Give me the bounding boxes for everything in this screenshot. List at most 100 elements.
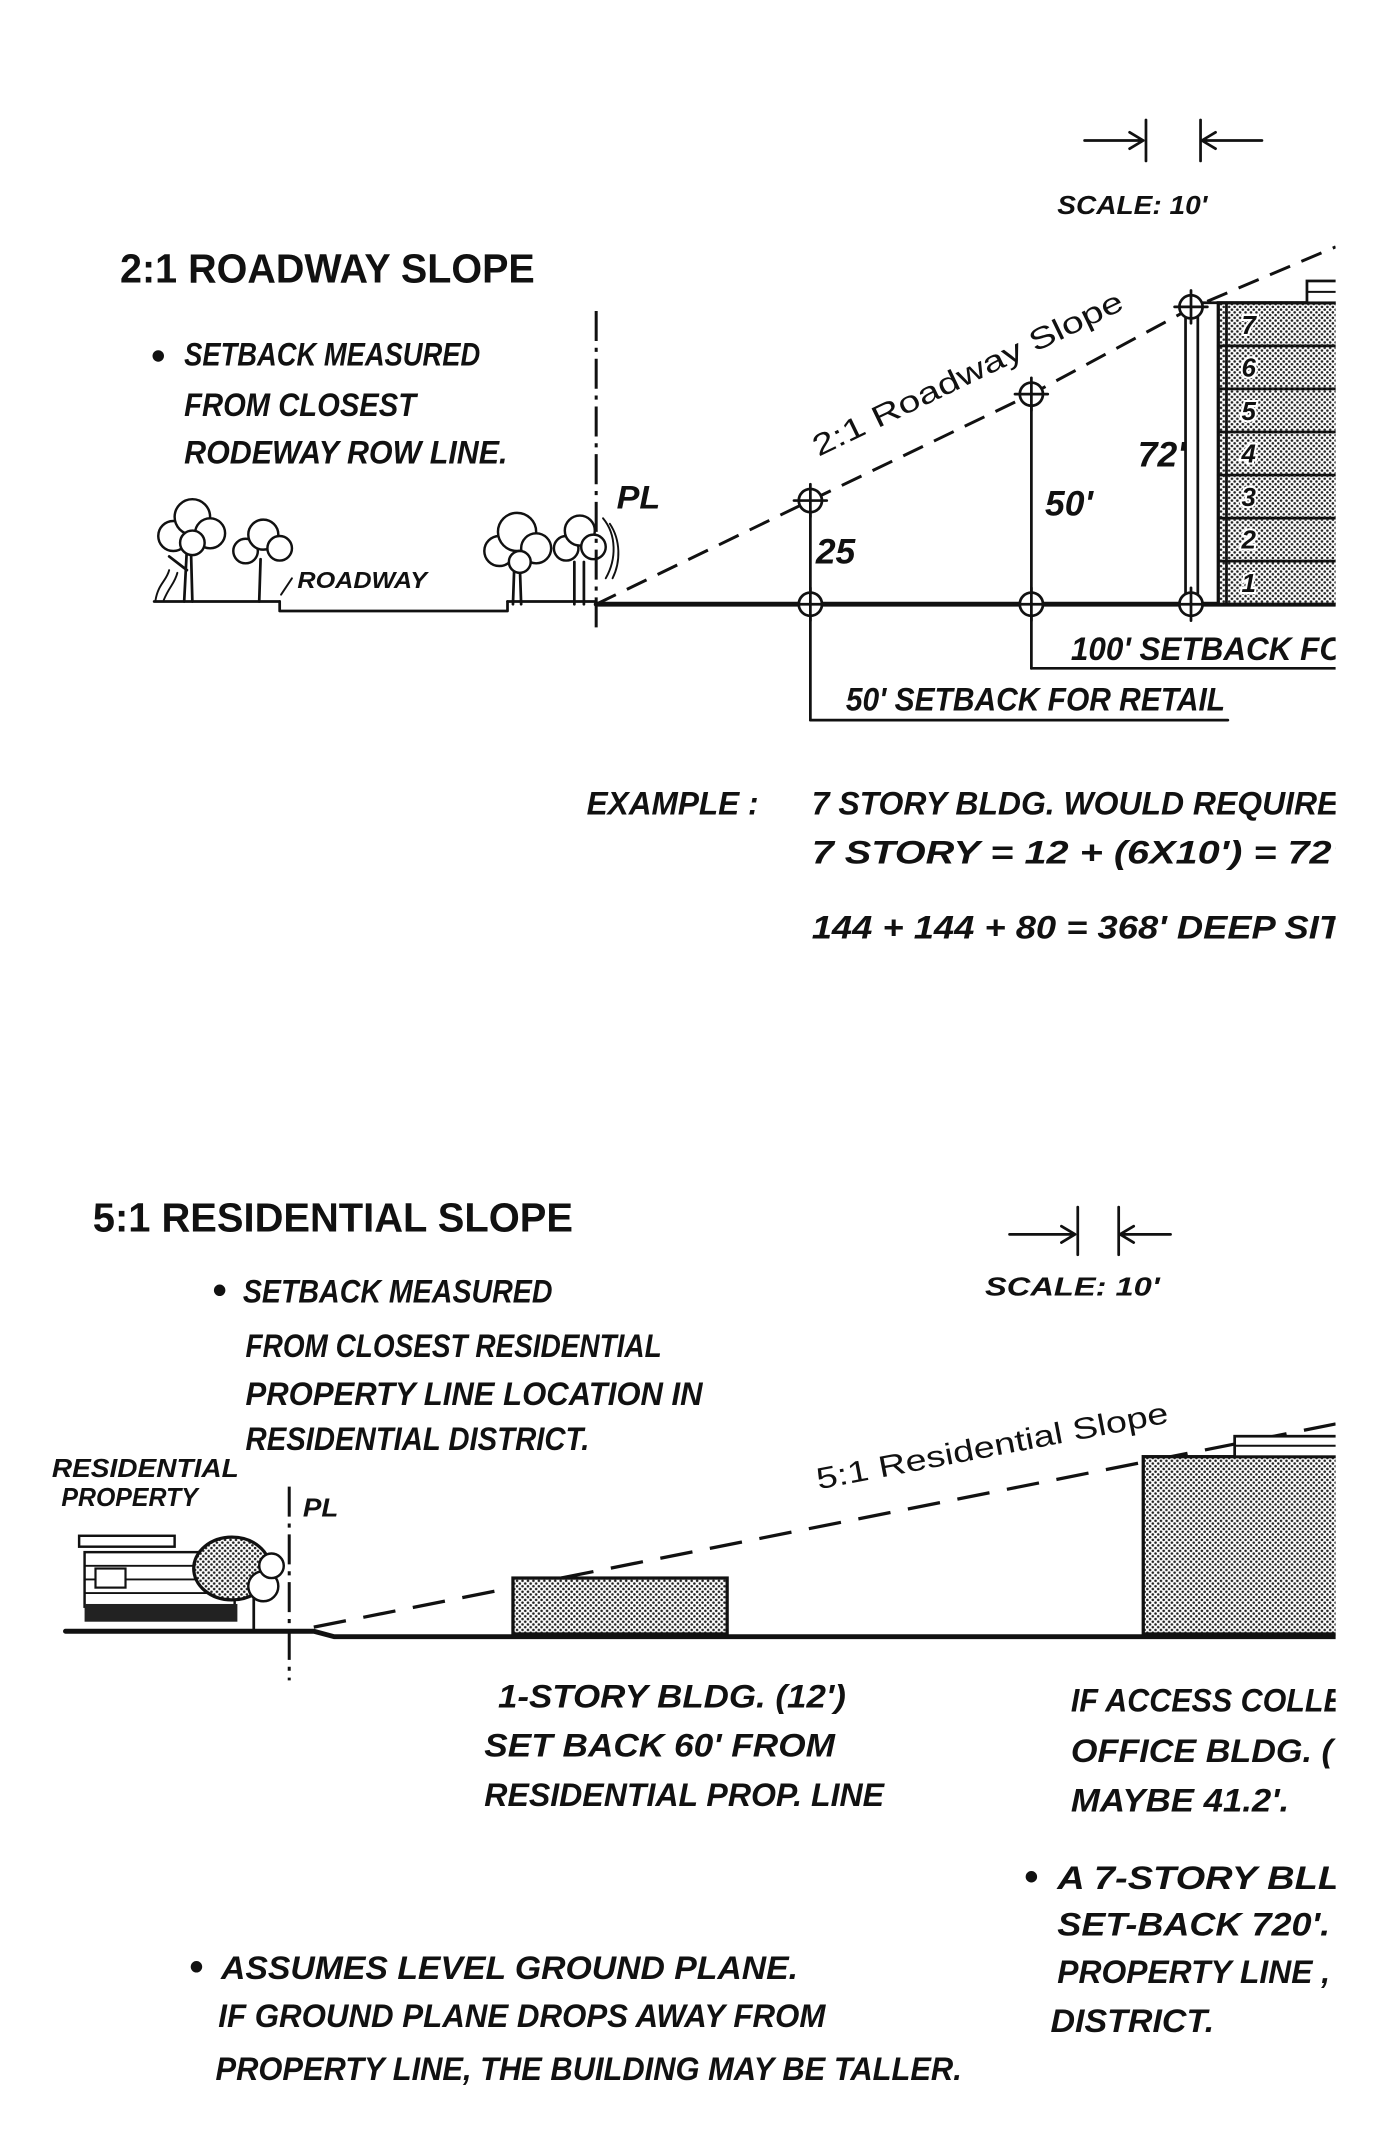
tree-trunk (257, 557, 262, 603)
scale-label: SCALE: 10' (1057, 192, 1208, 220)
building-facade (1216, 301, 1336, 606)
floor-number: 2 (1240, 526, 1256, 554)
height-marker (1173, 586, 1209, 622)
one-story-note-line: RESIDENTIAL PROP. LINE (484, 1776, 885, 1813)
seven-story-building (1141, 1434, 1336, 1636)
bullet-dot (213, 1284, 226, 1297)
residential-house (77, 1534, 285, 1633)
one-story-note-line: 1-STORY BLDG. (12') (498, 1678, 846, 1715)
access-note-line: OFFICE BLDG. ( (1071, 1732, 1336, 1769)
tree-canopy (507, 549, 532, 575)
floor-lines (1216, 344, 1336, 563)
floor-number: 7 (1241, 312, 1257, 340)
access-note-line: MAYBE 41.2'. (1071, 1781, 1289, 1818)
marker-cross (1173, 586, 1209, 622)
height-line-72 (1184, 301, 1200, 606)
bullet-dot (152, 350, 164, 362)
ground-line (63, 1628, 1336, 1640)
seven-story-building: 1 2 3 4 5 6 7 (1196, 279, 1336, 606)
scale-right-arrow (1118, 1224, 1172, 1244)
tree-canopy (579, 533, 607, 561)
one-story-note: 1-STORY BLDG. (12') SET BACK 60' FROM RE… (484, 1678, 885, 1813)
floor-number: 6 (1241, 354, 1256, 382)
office-setback-label: 100' SETBACK FO (1071, 630, 1344, 667)
scale-indicator: SCALE: 10' (985, 1205, 1172, 1302)
tree (483, 511, 553, 606)
seven-story-note-line: SET-BACK 720'. (1057, 1905, 1330, 1942)
shrub (154, 569, 179, 602)
marker-cross (1173, 289, 1209, 325)
setback-note: SETBACK MEASURED FROM CLOSEST RESIDENTIA… (213, 1273, 704, 1457)
marker-cross (792, 586, 829, 622)
roadway-label: ROADWAY (297, 567, 429, 593)
roadway-section-title: 2:1 ROADWAY SLOPE (120, 245, 535, 291)
tree (552, 514, 620, 606)
setback-note-line: SETBACK MEASURED (184, 336, 480, 373)
height-marker (1013, 376, 1050, 412)
height-label: 72' (1138, 434, 1187, 474)
bullet-dot (190, 1961, 203, 1973)
seven-story-note-line: A 7-STORY BLL (1056, 1859, 1341, 1896)
roadway-surface (278, 600, 509, 613)
setback-note-line: FROM CLOSEST (184, 386, 419, 423)
access-note: IF ACCESS COLLE OFFICE BLDG. ( MAYBE 41.… (1071, 1682, 1345, 1819)
access-note-line: IF ACCESS COLLE (1071, 1682, 1345, 1719)
floor-number: 4 (1240, 440, 1255, 468)
tree (157, 497, 227, 603)
seven-story-note-line: DISTRICT. (1050, 2002, 1214, 2039)
example-line: 7 STORY BLDG. WOULD REQUIRE (812, 784, 1340, 821)
house-roof (77, 1534, 176, 1548)
marker-cross (792, 482, 829, 519)
scale-indicator: SCALE: 10' (1057, 118, 1264, 220)
height-label: 50' (1045, 484, 1094, 524)
scale-label: SCALE: 10' (985, 1274, 1161, 1302)
example-line: 144 + 144 + 80 = 368' DEEP SIT (812, 908, 1345, 945)
residential-section-title: 5:1 RESIDENTIAL SLOPE (93, 1195, 573, 1241)
building-facade (1141, 1455, 1336, 1636)
tree-trunk (167, 546, 194, 603)
floor-number: 1 (1241, 570, 1255, 598)
height-marker (792, 482, 829, 519)
roadside-trees (154, 497, 620, 606)
roadway-leader (280, 577, 293, 596)
house-window (94, 1567, 127, 1589)
marker-cross (1013, 376, 1050, 412)
setback-note: SETBACK MEASURED FROM CLOSEST RODEWAY RO… (152, 336, 508, 471)
setback-note-line: FROM CLOSEST RESIDENTIAL (246, 1327, 662, 1364)
tree-trunk (572, 560, 586, 606)
setback-note-line: PROPERTY LINE LOCATION IN (246, 1375, 704, 1412)
property-line-label: PL (303, 1495, 338, 1523)
one-story-note-line: SET BACK 60' FROM (484, 1727, 835, 1764)
bullet-dot (1025, 1871, 1038, 1883)
scale-right-arrow (1200, 130, 1264, 151)
ground-plane-note-line: PROPERTY LINE, THE BUILDING MAY BE TALLE… (216, 2050, 962, 2087)
example-line: 7 STORY = 12 + (6X10') = 72' (812, 833, 1343, 870)
retail-setback-label: 50' SETBACK FOR RETAIL (846, 681, 1225, 718)
ground-plane-note: ASSUMES LEVEL GROUND PLANE. IF GROUND PL… (190, 1949, 962, 2087)
tree (232, 518, 294, 603)
setback-note-line: SETBACK MEASURED (243, 1273, 553, 1310)
marker-cross (1013, 586, 1050, 622)
height-marker (792, 586, 829, 622)
tree-canopy (178, 529, 206, 557)
height-marker (1013, 586, 1050, 622)
floor-number: 3 (1241, 484, 1256, 512)
house-foundation-shrubs (84, 1603, 238, 1622)
property-line-label: PL (617, 479, 661, 516)
tree-canopy (266, 534, 294, 562)
example-label: EXAMPLE : (587, 784, 759, 821)
scale-left-arrow (1008, 1224, 1077, 1244)
ground-plane-note-line: IF GROUND PLANE DROPS AWAY FROM (218, 1997, 826, 2034)
ground-plane-note-line: ASSUMES LEVEL GROUND PLANE. (220, 1949, 798, 1986)
one-story-building (511, 1576, 729, 1636)
setback-note-line: RODEWAY ROW LINE. (184, 434, 507, 471)
example-calculation: EXAMPLE : 7 STORY BLDG. WOULD REQUIRE 7 … (587, 784, 1345, 945)
height-label: 25 (815, 531, 857, 571)
residential-property-label: PROPERTY (61, 1484, 200, 1512)
floor-number: 5 (1241, 398, 1256, 426)
height-marker (1173, 289, 1209, 325)
yard-tree-canopy (257, 1552, 285, 1580)
residential-property-label: RESIDENTIAL (52, 1455, 239, 1483)
